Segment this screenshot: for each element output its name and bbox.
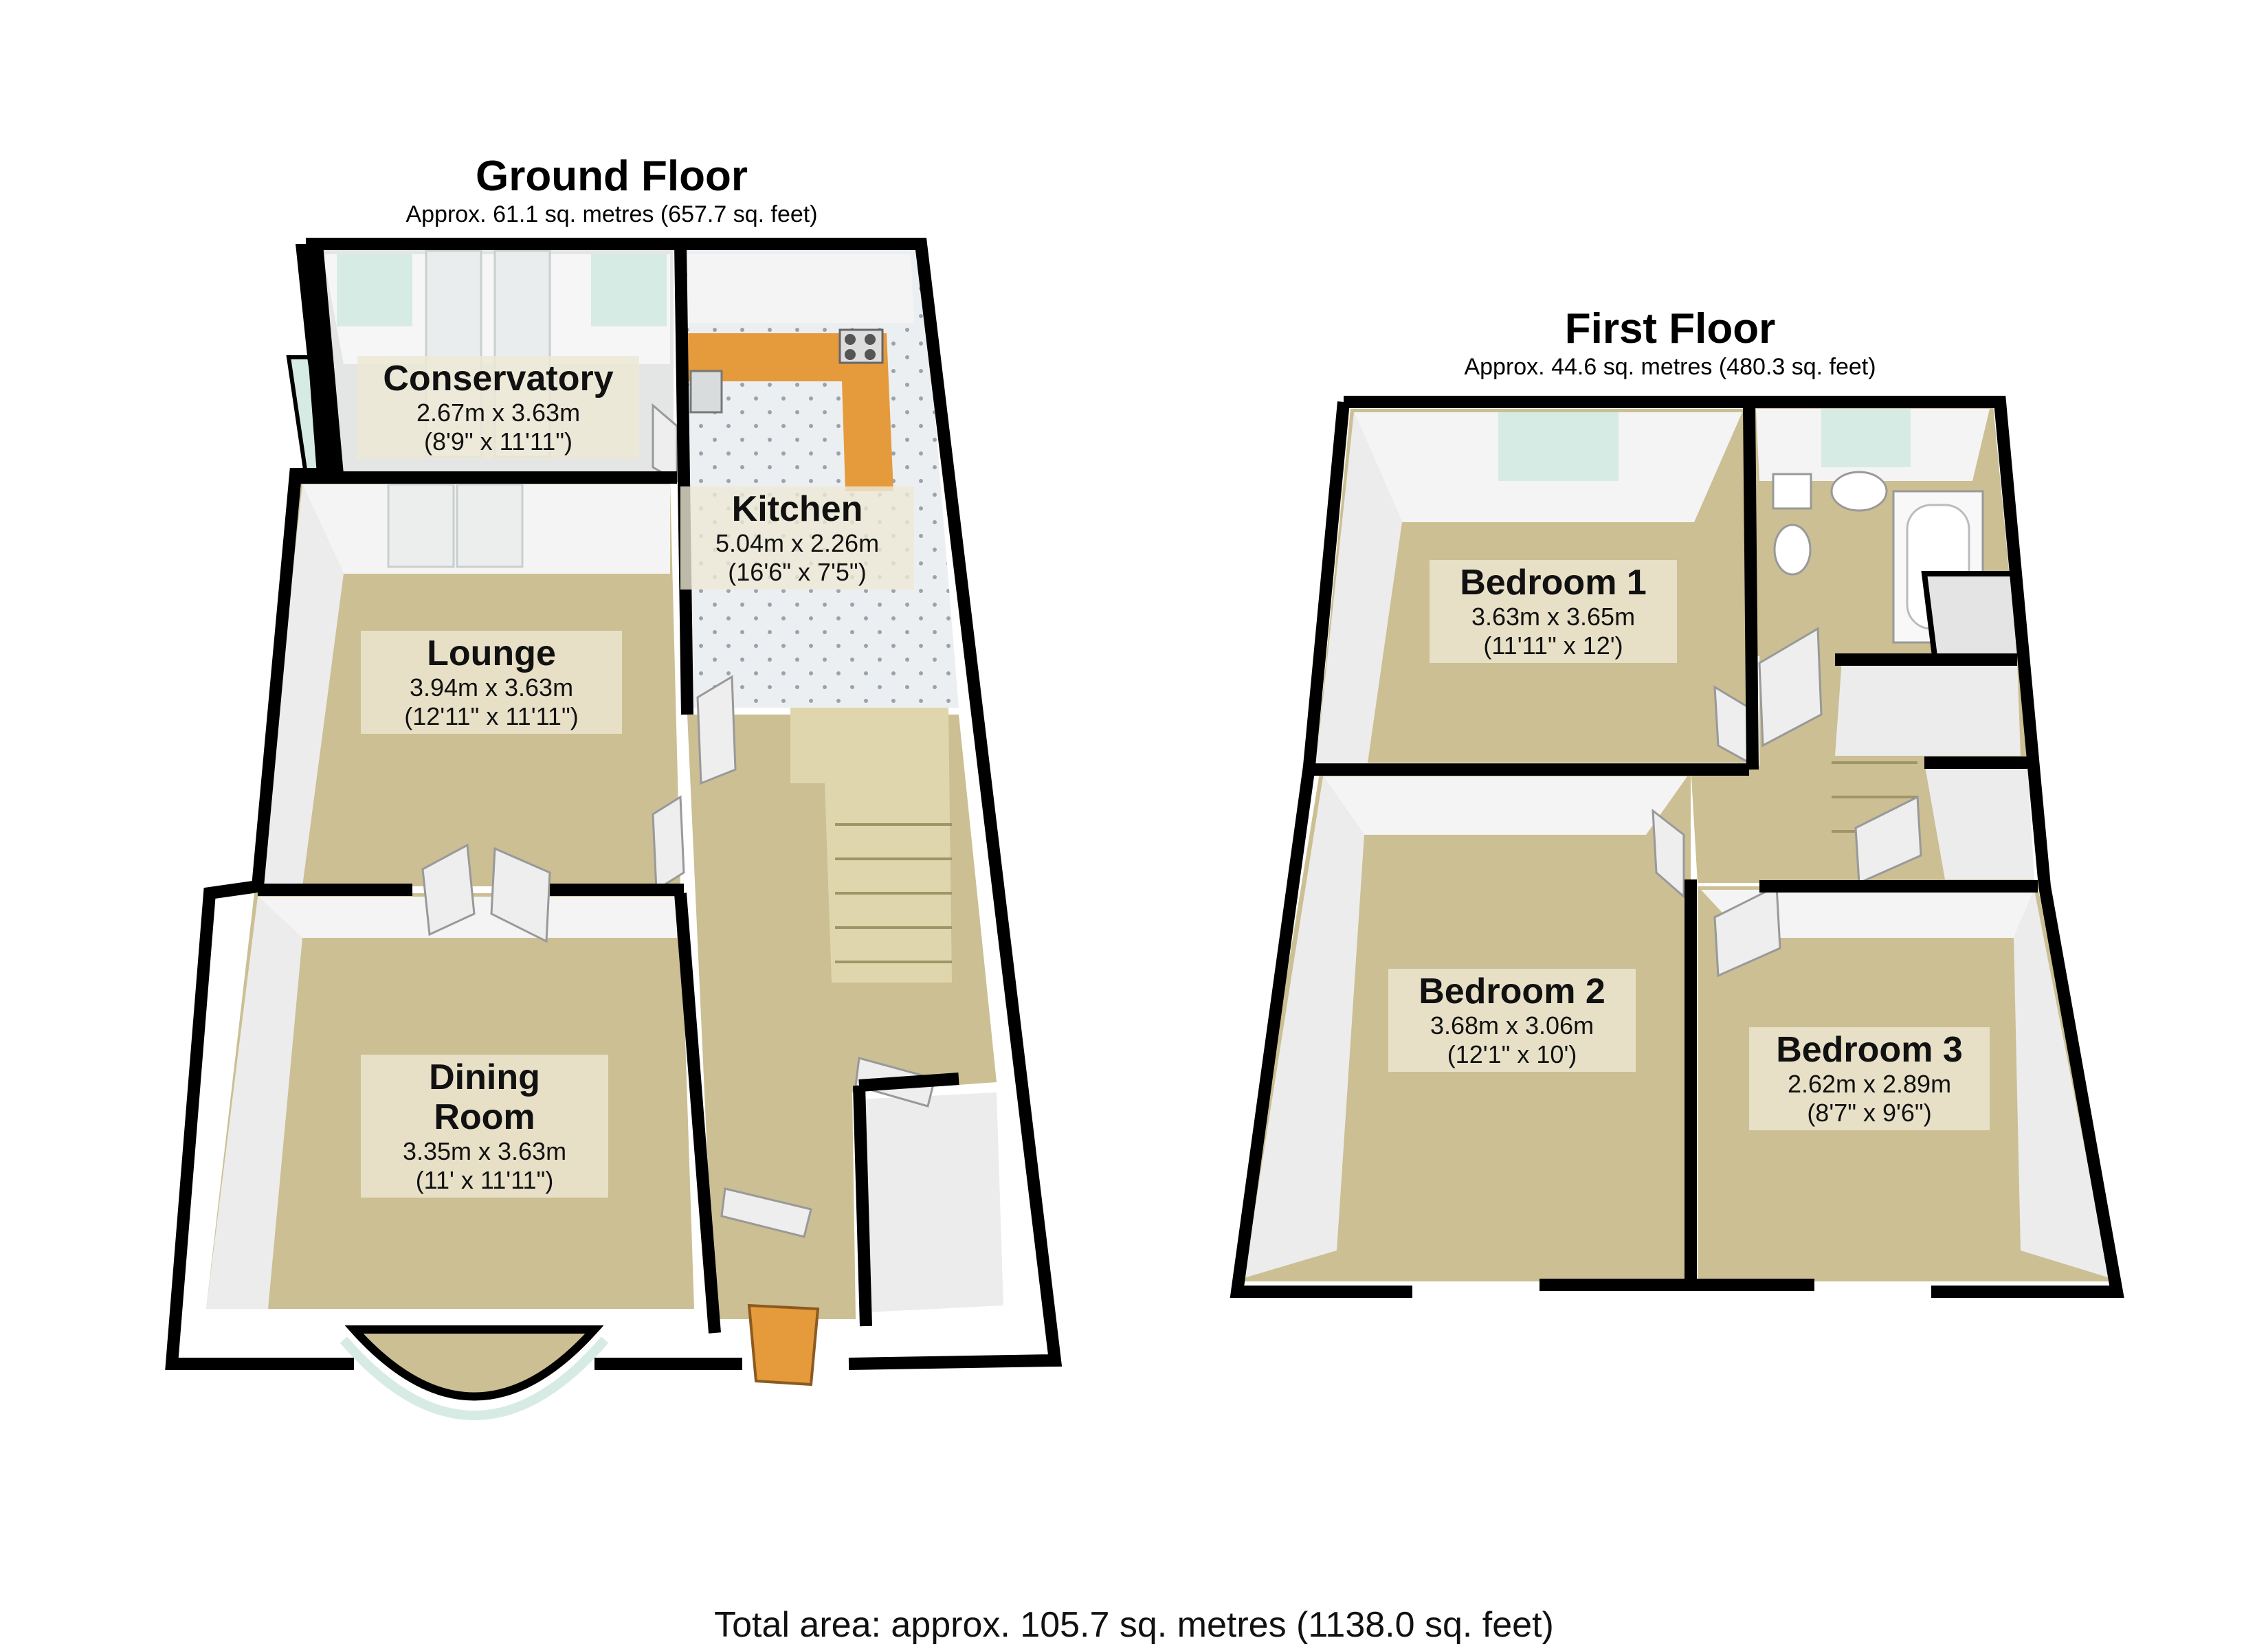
room-dims-metric: 5.04m x 2.26m [715, 529, 880, 557]
bathroom-area [1753, 405, 2024, 659]
room-dims-imperial: (11' x 11'11") [415, 1166, 554, 1194]
room-dims-imperial: (11'11" x 12') [1483, 631, 1623, 660]
room-label-bedroom-3: Bedroom 3 2.62m x 2.89m (8'7" x 9'6") [1749, 1027, 1990, 1130]
room-name: Conservatory [383, 359, 614, 399]
room-dims-metric: 3.35m x 3.63m [402, 1137, 567, 1165]
room-dims-imperial: (8'7" x 9'6") [1807, 1099, 1932, 1127]
room-dims-metric: 3.63m x 3.65m [1471, 603, 1636, 631]
room-dims-imperial: (8'9" x 11'11") [423, 427, 573, 456]
ground-floor-walls [165, 238, 1063, 1370]
first-floor-walls [1230, 396, 2124, 1298]
room-dims-metric: 3.94m x 3.63m [409, 673, 574, 702]
ground-floor-doors [421, 403, 936, 1238]
total-area: Total area: approx. 105.7 sq. metres (11… [714, 1605, 1554, 1645]
room-name: Bedroom 2 [1419, 972, 1605, 1011]
room-dims-metric: 2.67m x 3.63m [416, 399, 581, 427]
room-label-bedroom-1: Bedroom 1 3.63m x 3.65m (11'11" x 12') [1430, 560, 1677, 663]
room-dims-metric: 3.68m x 3.06m [1430, 1011, 1594, 1040]
room-label-kitchen: Kitchen 5.04m x 2.26m (16'6" x 7'5") [680, 486, 914, 590]
room-dims-imperial: (12'11" x 11'11") [404, 702, 579, 730]
room-label-dining-room: Dining Room 3.35m x 3.63m (11' x 11'11") [361, 1055, 608, 1198]
room-label-bedroom-2: Bedroom 2 3.68m x 3.06m (12'1" x 10') [1388, 969, 1636, 1072]
room-name: Kitchen [731, 489, 863, 529]
room-name: Bedroom 3 [1776, 1030, 1963, 1070]
room-dims-imperial: (16'6" x 7'5") [728, 558, 867, 586]
kitchen-area [680, 244, 959, 708]
room-label-conservatory: Conservatory 2.67m x 3.63m (8'9" x 11'11… [357, 356, 639, 459]
hallway-stairs-area [687, 708, 1003, 1387]
room-name: Dining [429, 1057, 540, 1097]
first-floor-name: First Floor [1564, 305, 1776, 352]
room-label-lounge: Lounge 3.94m x 3.63m (12'11" x 11'11") [361, 631, 622, 734]
ground-floor-title: Ground Floor Approx. 61.1 sq. metres (65… [337, 153, 887, 228]
first-floor-plan [1230, 396, 2124, 1298]
ground-floor-area: Approx. 61.1 sq. metres (657.7 sq. feet) [405, 201, 818, 227]
room-name: Lounge [427, 633, 556, 673]
room-dims-imperial: (12'1" x 10') [1447, 1040, 1577, 1068]
room-name: Bedroom 1 [1460, 563, 1647, 603]
ground-floor-name: Ground Floor [475, 153, 748, 200]
first-floor-doors [1652, 627, 1922, 978]
room-name-line-2: Room [434, 1097, 535, 1137]
first-floor-title: First Floor Approx. 44.6 sq. metres (480… [1395, 305, 1945, 381]
first-floor-area: Approx. 44.6 sq. metres (480.3 sq. feet) [1464, 354, 1876, 380]
room-dims-metric: 2.62m x 2.89m [1787, 1070, 1952, 1098]
